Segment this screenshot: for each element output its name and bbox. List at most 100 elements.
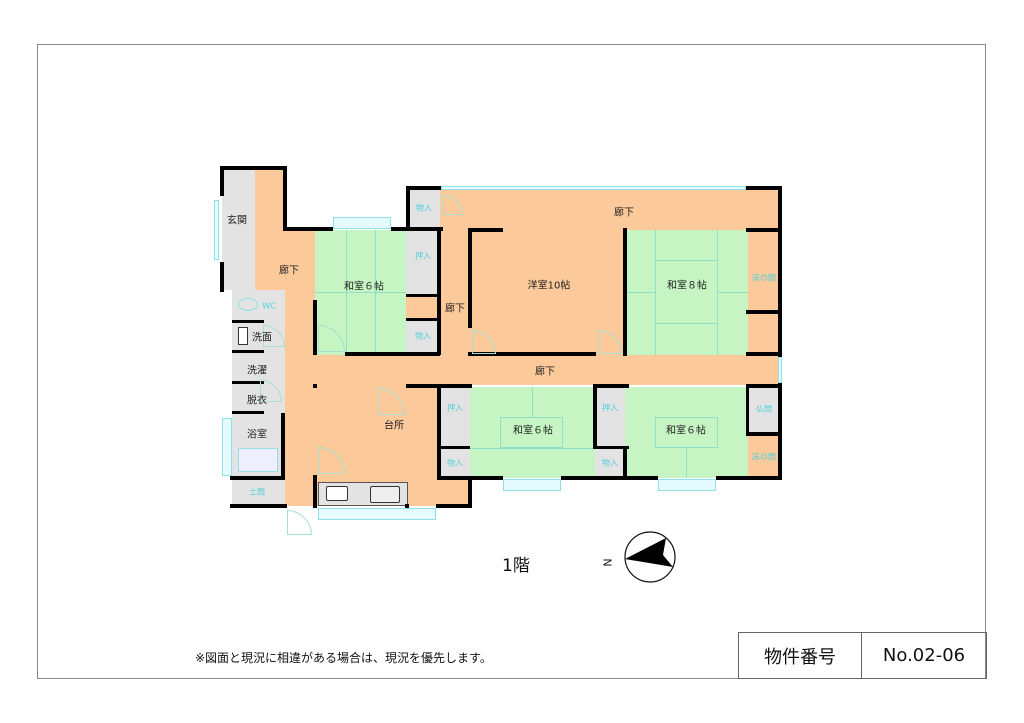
drawing-frame — [37, 44, 986, 679]
wall — [437, 227, 441, 355]
wall — [313, 300, 317, 355]
label-tokonoma-top: 床の間 — [752, 273, 776, 283]
label-mono-s2: 物入 — [602, 458, 618, 468]
wall — [778, 186, 782, 357]
label-butsuma: 仏間 — [756, 404, 772, 414]
wall — [437, 384, 441, 480]
wall — [746, 432, 782, 436]
property-number-value: No.02-06 — [861, 632, 987, 679]
label-doma: 土間 — [249, 487, 265, 497]
wall — [345, 352, 440, 356]
wall — [230, 504, 287, 508]
tatami-lines — [500, 417, 563, 448]
doma-room — [232, 478, 285, 506]
wall — [313, 475, 317, 508]
window — [214, 200, 219, 260]
wall — [406, 294, 440, 297]
wall — [593, 446, 629, 449]
stair-box — [406, 295, 440, 320]
corridor-top — [440, 188, 780, 230]
label-rouka-top: 廊下 — [614, 207, 634, 219]
tatami-lines — [625, 292, 655, 293]
label-oshi-nw: 押入 — [415, 251, 431, 261]
wall — [746, 384, 782, 388]
wall — [623, 228, 627, 356]
label-washitsu6-s2: 和室６帖 — [666, 425, 706, 437]
label-datsui: 脱衣 — [247, 395, 267, 407]
oshi-s1-closet — [440, 387, 470, 449]
label-rouka-center: 廊下 — [445, 303, 465, 315]
wall — [468, 228, 503, 232]
compass-north-arrow-icon — [624, 531, 676, 583]
tatami-lines — [655, 260, 718, 324]
tatami-lines — [532, 387, 533, 417]
wall — [391, 227, 443, 231]
wall — [468, 476, 472, 508]
label-youshitsu10: 洋室10帖 — [527, 280, 571, 292]
wall — [220, 166, 287, 170]
door-swing[interactable] — [287, 510, 312, 535]
wall — [593, 384, 597, 448]
label-washitsu8: 和室８帖 — [667, 280, 707, 292]
tatami-lines — [686, 448, 687, 478]
corridor-middle — [285, 355, 780, 385]
wall — [437, 476, 503, 480]
window — [441, 186, 746, 190]
wall — [468, 228, 472, 328]
disclaimer-note: ※図面と現況に相違がある場合は、現況を優先します。 — [195, 651, 492, 665]
wall — [440, 446, 470, 449]
window — [778, 357, 782, 383]
window — [503, 479, 561, 491]
oshi-nw-closet — [406, 230, 440, 295]
label-sentaku: 洗濯 — [247, 365, 267, 377]
wall — [406, 186, 441, 190]
wall — [406, 384, 472, 388]
wall — [746, 352, 782, 356]
toilet-icon — [238, 298, 258, 311]
label-oshi-s1: 押入 — [447, 403, 463, 413]
oshi-s2-closet — [595, 387, 625, 449]
wall — [405, 504, 409, 508]
wall — [561, 476, 658, 480]
floor-label: 1階 — [502, 556, 530, 576]
label-senmen: 洗面 — [252, 332, 272, 344]
property-number-label: 物件番号 — [738, 632, 862, 679]
wall — [232, 411, 264, 414]
wall — [232, 320, 264, 323]
label-mono-s1: 物入 — [447, 458, 463, 468]
wall — [468, 352, 596, 356]
wall — [313, 384, 317, 388]
label-genkan: 玄関 — [227, 215, 247, 227]
label-yokushitsu: 浴室 — [247, 429, 267, 441]
wall — [778, 383, 782, 480]
window — [658, 479, 716, 491]
wall — [746, 228, 782, 232]
label-rouka-left: 廊下 — [279, 265, 299, 277]
wall — [436, 504, 472, 508]
label-rouka-mid: 廊下 — [535, 366, 555, 378]
label-mono-top: 物入 — [416, 203, 432, 213]
genkan-room — [222, 168, 255, 290]
label-wc: WC — [262, 301, 276, 311]
tatami-lines — [315, 292, 406, 293]
mono-nw-closet — [406, 320, 440, 355]
label-washitsu6-s1: 和室６帖 — [513, 425, 553, 437]
label-tokonoma-bottom: 床の間 — [752, 452, 776, 462]
washbasin-icon — [238, 327, 248, 345]
wall — [716, 476, 782, 480]
wall — [593, 384, 629, 388]
wall — [220, 262, 224, 292]
mono-s1-closet — [440, 449, 470, 478]
wall — [406, 186, 410, 230]
label-daidokoro: 台所 — [384, 420, 404, 432]
butsuma-room — [748, 387, 780, 435]
wall — [230, 476, 285, 480]
wall — [232, 381, 264, 384]
tokonoma-top-room — [748, 230, 780, 355]
wall — [746, 186, 782, 190]
wall — [220, 166, 224, 196]
tatami-lines — [655, 417, 718, 448]
mono-top-closet — [408, 190, 440, 228]
window — [222, 418, 232, 476]
